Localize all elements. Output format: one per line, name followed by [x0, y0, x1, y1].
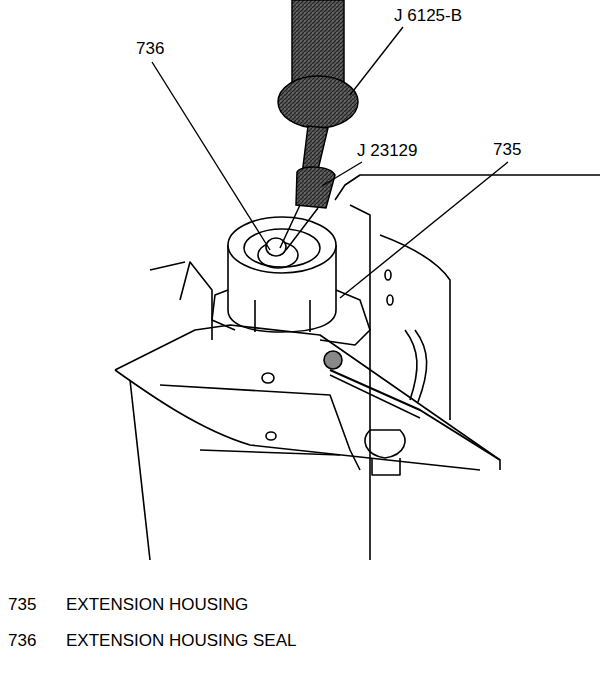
tool-number: J 23129 — [356, 141, 419, 161]
body-panel — [335, 175, 600, 200]
crossmember — [115, 325, 500, 470]
legend-number: 735 — [7, 595, 37, 615]
seal-remover-tool — [296, 167, 335, 208]
part-name: EXTENSION HOUSING SEAL — [65, 631, 298, 651]
leader-lines — [152, 27, 508, 298]
tool-number: J 6125-B — [393, 6, 463, 26]
callout-number: 735 — [492, 140, 522, 160]
callout-number: 736 — [135, 39, 165, 59]
part-name: EXTENSION HOUSING — [65, 595, 249, 615]
legend-number: 736 — [7, 631, 37, 651]
